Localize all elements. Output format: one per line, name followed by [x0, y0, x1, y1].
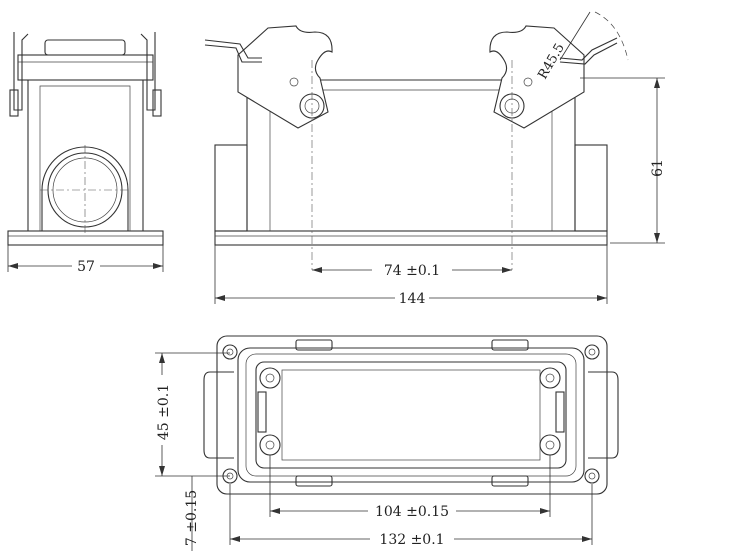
- dim-inner-height: 45 ±0.1: [156, 384, 172, 440]
- side-view: 57: [7, 32, 164, 275]
- top-view: 45 ±0.1 7 ±0.15 104 ±0.15 132 ±0.1: [154, 335, 619, 551]
- dim-front-length: 144: [399, 291, 426, 307]
- left-lever: [237, 25, 333, 129]
- dim-edge-offset: 7 ±0.15: [184, 490, 200, 546]
- dim-height: 61: [650, 159, 666, 177]
- right-lever: [489, 25, 585, 129]
- dim-mount-length: 132 ±0.1: [379, 532, 444, 548]
- front-view: R45.5 61 74 ±0.1 144: [204, 11, 666, 307]
- dim-inner-length: 104 ±0.15: [375, 504, 449, 520]
- dim-side-width: 57: [77, 259, 95, 275]
- dim-pin-spacing: 74 ±0.1: [384, 263, 440, 279]
